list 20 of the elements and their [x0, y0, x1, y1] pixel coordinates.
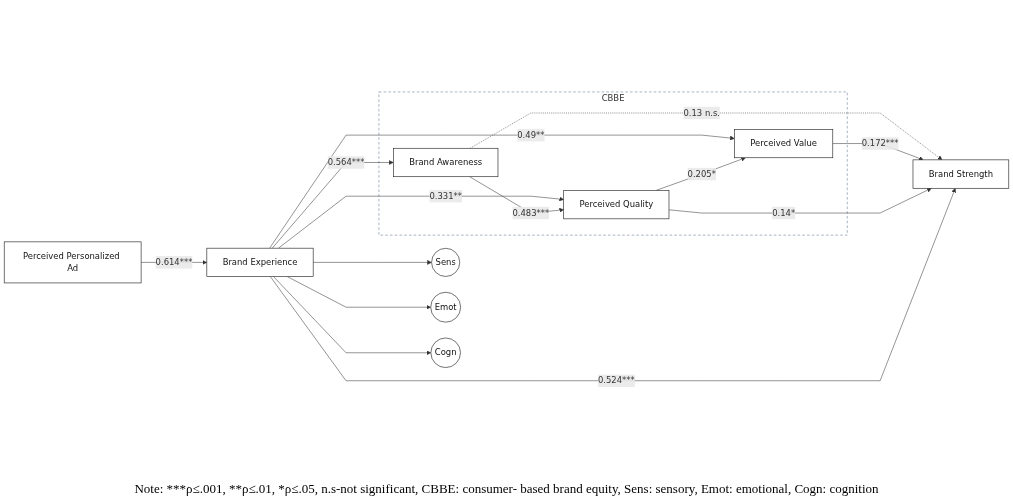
node-circle: Emot: [430, 291, 461, 323]
edge-label: 0.564***: [327, 157, 365, 168]
edge-label: 0.614***: [155, 257, 193, 268]
node-circle: Sens: [431, 248, 461, 277]
node-box: Brand Strength: [912, 159, 1010, 189]
node-box: Perceived Value: [734, 129, 834, 159]
edge-label: 0.205*: [687, 168, 716, 179]
edge-label: 0.483***: [512, 207, 550, 218]
node-box: Brand Awareness: [393, 147, 499, 178]
note-text: Note: ***ρ≤.001, **ρ≤.01, *ρ≤.05, n.s-not significant, CBBE: consumer- based brand equity, Sens: sensory, Emot: emotional, Cogn: cognition: [134, 481, 879, 497]
edge-label: 0.14*: [772, 207, 796, 218]
edge-label: 0.172***: [861, 138, 899, 149]
edge-label: 0.13 n.s.: [683, 107, 720, 118]
node-box: Perceived Personalized Ad: [3, 241, 142, 284]
node-circle: Cogn: [430, 337, 461, 368]
node-box: Perceived Quality: [563, 190, 670, 220]
edge-label: 0.524***: [597, 375, 635, 386]
edge-label: 0.49**: [517, 129, 545, 140]
node-box: Brand Experience: [206, 247, 314, 277]
edge-label: 0.331**: [429, 190, 462, 201]
